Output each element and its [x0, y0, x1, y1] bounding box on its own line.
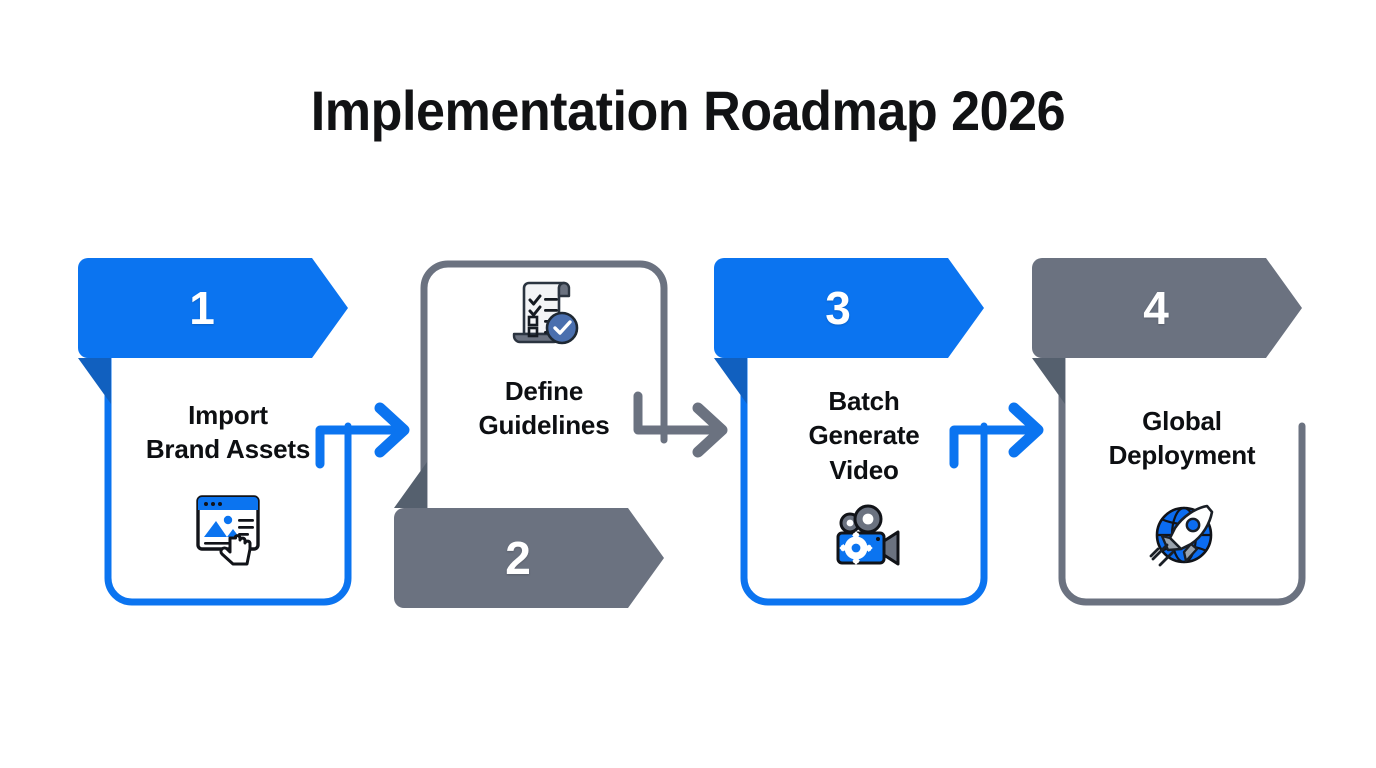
ribbon-fold-1	[78, 358, 111, 404]
card-outline-3	[714, 258, 1014, 608]
ribbon-fold-3	[714, 358, 747, 404]
banner-shape-4	[1032, 258, 1302, 358]
card-content-2: Define Guidelines	[394, 276, 694, 508]
checklist-document-approved-icon	[502, 276, 586, 354]
video-camera-gear-icon	[822, 501, 906, 579]
step-label-line: Brand Assets	[145, 434, 311, 465]
step-label-2: Define Guidelines	[419, 374, 669, 443]
card-outline-1	[78, 258, 378, 608]
step-number-1: 1	[189, 282, 215, 334]
card-outline-4	[1032, 258, 1332, 608]
card-outline-2	[394, 258, 694, 608]
connector-1-to-2	[315, 390, 438, 480]
ribbon-fold-2	[394, 462, 427, 508]
banner-shape-3	[714, 258, 984, 358]
step-number-2: 2	[505, 532, 531, 584]
step-label-line: Guidelines	[478, 410, 610, 441]
connector-2-to-3	[633, 390, 756, 480]
banner-shape-2	[394, 508, 664, 608]
step-banner-1: 1	[78, 258, 348, 358]
step-number-4: 4	[1143, 282, 1169, 334]
step-banner-2: 2	[394, 508, 664, 608]
step-label-line: Generate	[808, 420, 920, 451]
step-label-line: Deployment	[1108, 440, 1256, 471]
step-card-3[interactable]: 3 Batch Generate Video	[714, 258, 1014, 608]
step-card-1[interactable]: 1 Import Brand Assets	[78, 258, 378, 608]
connector-3-to-4	[949, 390, 1072, 480]
step-label-4: Global Deployment	[1057, 404, 1307, 473]
step-card-4[interactable]: 4 Global Deployment	[1032, 258, 1332, 608]
step-number-3: 3	[825, 282, 851, 334]
step-label-line: Batch	[828, 386, 900, 416]
step-label-line: Global	[1142, 406, 1222, 436]
rocket-globe-icon	[1140, 497, 1224, 575]
step-banner-3: 3	[714, 258, 984, 358]
card-content-3: Batch Generate Video	[714, 376, 1014, 608]
browser-image-upload-icon	[186, 489, 270, 567]
card-content-4: Global Deployment	[1032, 376, 1332, 608]
step-label-line: Video	[829, 454, 899, 485]
step-label-3: Batch Generate Video	[739, 384, 989, 487]
card-content-1: Import Brand Assets	[78, 376, 378, 608]
step-card-2[interactable]: 2	[394, 258, 694, 608]
step-label-line: Import	[188, 400, 268, 430]
step-label-1: Import Brand Assets	[103, 398, 353, 467]
banner-shape-1	[78, 258, 348, 358]
page-title: Implementation Roadmap 2026	[310, 79, 1066, 142]
step-label-line: Define	[504, 376, 584, 406]
step-banner-4: 4	[1032, 258, 1302, 358]
ribbon-fold-4	[1032, 358, 1065, 404]
